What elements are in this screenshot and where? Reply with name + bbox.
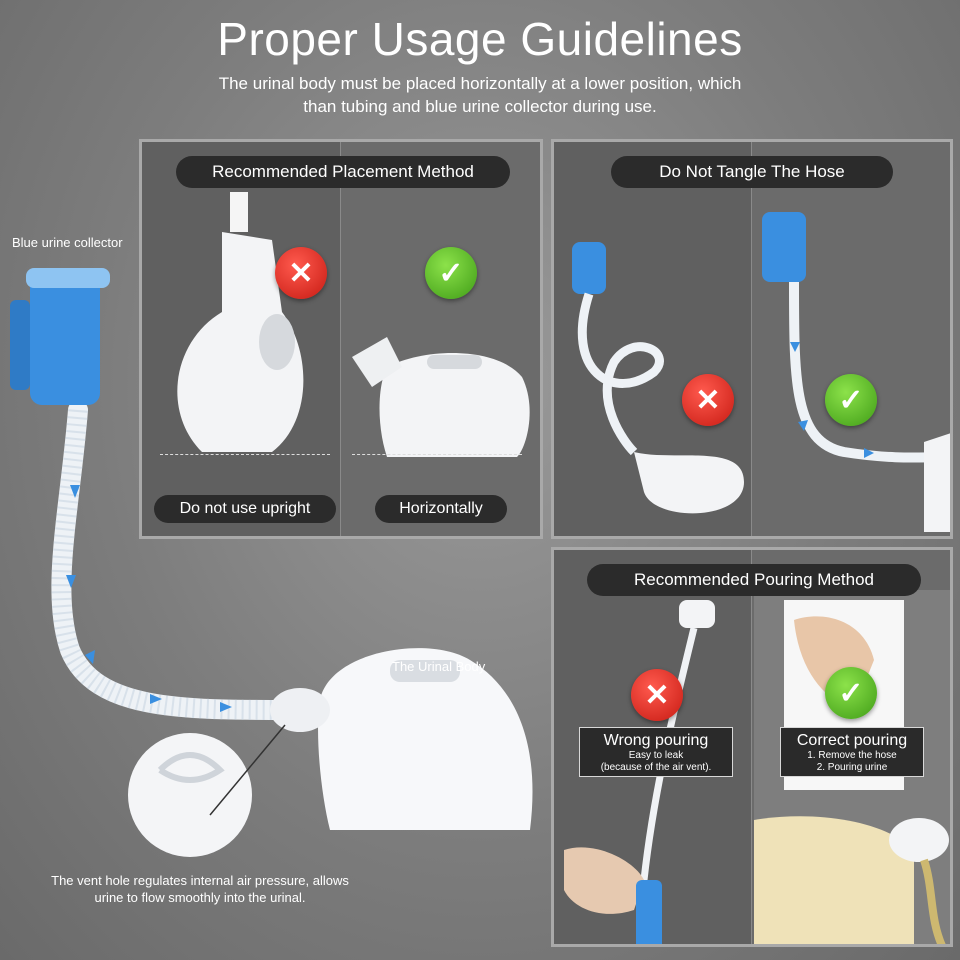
wrong-pouring-sub-2: (because of the air vent). <box>600 762 712 773</box>
wrong-pouring-caption: Wrong pouring Easy to leak (because of t… <box>579 727 733 777</box>
right-caption-badge: Horizontally <box>375 495 507 523</box>
vent-hole-caption: The vent hole regulates internal air pre… <box>20 872 380 906</box>
hose-right-check-icon: ✓ <box>825 374 877 426</box>
correct-pouring-title: Correct pouring <box>796 732 908 749</box>
hose-right-half <box>751 142 950 536</box>
page-subtitle: The urinal body must be placed horizonta… <box>150 72 810 118</box>
straight-hose-image <box>762 212 950 532</box>
upright-bottle-image <box>177 192 304 452</box>
pouring-heading: Recommended Pouring Method <box>587 564 921 596</box>
left-caption-badge: Do not use upright <box>154 495 336 523</box>
hose-wrong-x-icon: ✕ <box>682 374 734 426</box>
placement-right-check-icon: ✓ <box>425 247 477 299</box>
urinal-body-label: The Urinal Body <box>392 659 486 674</box>
blue-collector-label: Blue urine collector <box>12 235 123 250</box>
correct-pouring-sub-1: 1. Remove the hose <box>807 750 897 761</box>
subtitle-line-1: The urinal body must be placed horizonta… <box>218 74 742 93</box>
pouring-panel: Recommended Pouring Method ✕ ✓ Wrong pou… <box>551 547 953 947</box>
baseline-left <box>160 454 330 455</box>
baseline-right <box>352 454 522 455</box>
correct-pouring-sub-2: 2. Pouring urine <box>816 762 888 773</box>
hose-heading: Do Not Tangle The Hose <box>611 156 893 188</box>
subtitle-line-2: than tubing and blue urine collector dur… <box>303 97 657 116</box>
pouring-right-check-icon: ✓ <box>825 667 877 719</box>
placement-panel: Recommended Placement Method ✕ ✓ Do not … <box>139 139 543 539</box>
hose-panel: Do Not Tangle The Hose ✕ ✓ <box>551 139 953 539</box>
vent-caption-line-2: urine to flow smoothly into the urinal. <box>94 890 306 905</box>
placement-heading: Recommended Placement Method <box>176 156 510 188</box>
placement-wrong-x-icon: ✕ <box>275 247 327 299</box>
correct-pouring-caption: Correct pouring 1. Remove the hose 2. Po… <box>780 727 924 777</box>
tangled-hose-image <box>572 242 744 514</box>
wrong-pouring-title: Wrong pouring <box>603 732 709 749</box>
main-illustration <box>10 268 533 857</box>
page-title: Proper Usage Guidelines <box>217 13 743 65</box>
placement-right-half <box>340 142 540 536</box>
horizontal-bottle-image <box>352 337 530 457</box>
vent-caption-line-1: The vent hole regulates internal air pre… <box>51 873 349 888</box>
wrong-pouring-sub-1: Easy to leak <box>628 750 684 761</box>
pouring-wrong-x-icon: ✕ <box>631 669 683 721</box>
